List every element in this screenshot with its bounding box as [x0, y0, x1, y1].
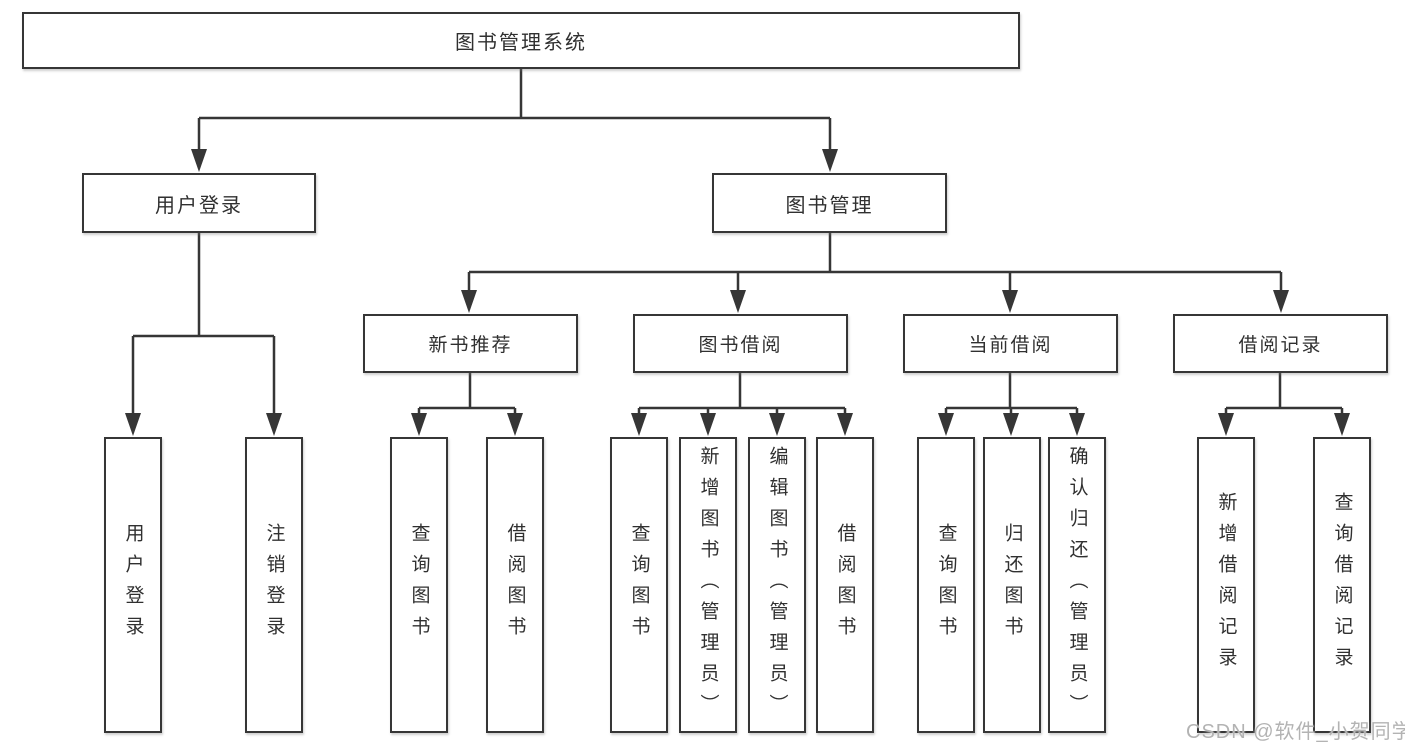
leaf-records-add-record: 新增借阅记录: [1197, 437, 1255, 733]
leaf-logout: 注销登录: [245, 437, 303, 733]
node-borrow-records: 借阅记录: [1173, 314, 1388, 373]
leaf-borrow-add-books-admin-label: 新增图书（管理员）: [697, 445, 719, 725]
node-root-label: 图书管理系统: [455, 32, 587, 54]
leaf-borrow-query-books: 查询图书: [610, 437, 668, 733]
leaf-current-query-books-label: 查询图书: [935, 523, 957, 647]
leaf-records-query-record: 查询借阅记录: [1313, 437, 1371, 733]
node-user-login: 用户登录: [82, 173, 316, 233]
node-current-borrow: 当前借阅: [903, 314, 1118, 373]
connector-current-to-leaves: [944, 373, 1079, 418]
leaf-borrow-borrow-books: 借阅图书: [816, 437, 874, 733]
connector-userlogin-to-leaves: [131, 233, 276, 418]
node-new-book-recommend: 新书推荐: [363, 314, 578, 373]
connector-records-to-leaves: [1224, 373, 1344, 418]
node-current-borrow-label: 当前借阅: [968, 335, 1053, 356]
leaf-records-add-record-label: 新增借阅记录: [1215, 492, 1237, 678]
leaf-current-return-books: 归还图书: [983, 437, 1041, 733]
leaf-current-query-books: 查询图书: [917, 437, 975, 733]
leaf-records-query-record-label: 查询借阅记录: [1331, 492, 1353, 678]
leaf-borrow-add-books-admin: 新增图书（管理员）: [679, 437, 737, 733]
csdn-watermark: CSDN @软件_小贺同学: [1186, 721, 1405, 743]
node-new-book-recommend-label: 新书推荐: [428, 335, 513, 356]
leaf-user-login: 用户登录: [104, 437, 162, 733]
leaf-borrow-query-books-label: 查询图书: [628, 523, 650, 647]
connector-root-to-level1: [197, 69, 832, 154]
connector-recommend-to-leaves: [417, 373, 517, 418]
connector-bookmgmt-to-level2: [467, 233, 1283, 293]
leaf-borrow-edit-books-admin-label: 编辑图书（管理员）: [766, 445, 788, 725]
leaf-recommend-borrow-books-label: 借阅图书: [504, 523, 526, 647]
leaf-current-confirm-return-admin: 确认归还（管理员）: [1048, 437, 1106, 733]
node-root: 图书管理系统: [22, 12, 1020, 69]
node-user-login-label: 用户登录: [155, 194, 243, 217]
node-book-borrow-label: 图书借阅: [698, 335, 783, 356]
leaf-user-login-label: 用户登录: [122, 523, 144, 647]
leaf-logout-label: 注销登录: [263, 523, 285, 647]
leaf-current-return-books-label: 归还图书: [1001, 523, 1023, 647]
node-book-management: 图书管理: [712, 173, 947, 233]
node-book-management-label: 图书管理: [785, 194, 874, 217]
leaf-recommend-query-books: 查询图书: [390, 437, 448, 733]
connector-borrow-to-leaves: [637, 373, 847, 418]
leaf-recommend-borrow-books: 借阅图书: [486, 437, 544, 733]
leaf-borrow-edit-books-admin: 编辑图书（管理员）: [748, 437, 806, 733]
leaf-borrow-borrow-books-label: 借阅图书: [834, 523, 856, 647]
node-book-borrow: 图书借阅: [633, 314, 848, 373]
leaf-recommend-query-books-label: 查询图书: [408, 523, 430, 647]
leaf-current-confirm-return-admin-label: 确认归还（管理员）: [1066, 445, 1088, 725]
node-borrow-records-label: 借阅记录: [1238, 335, 1323, 356]
